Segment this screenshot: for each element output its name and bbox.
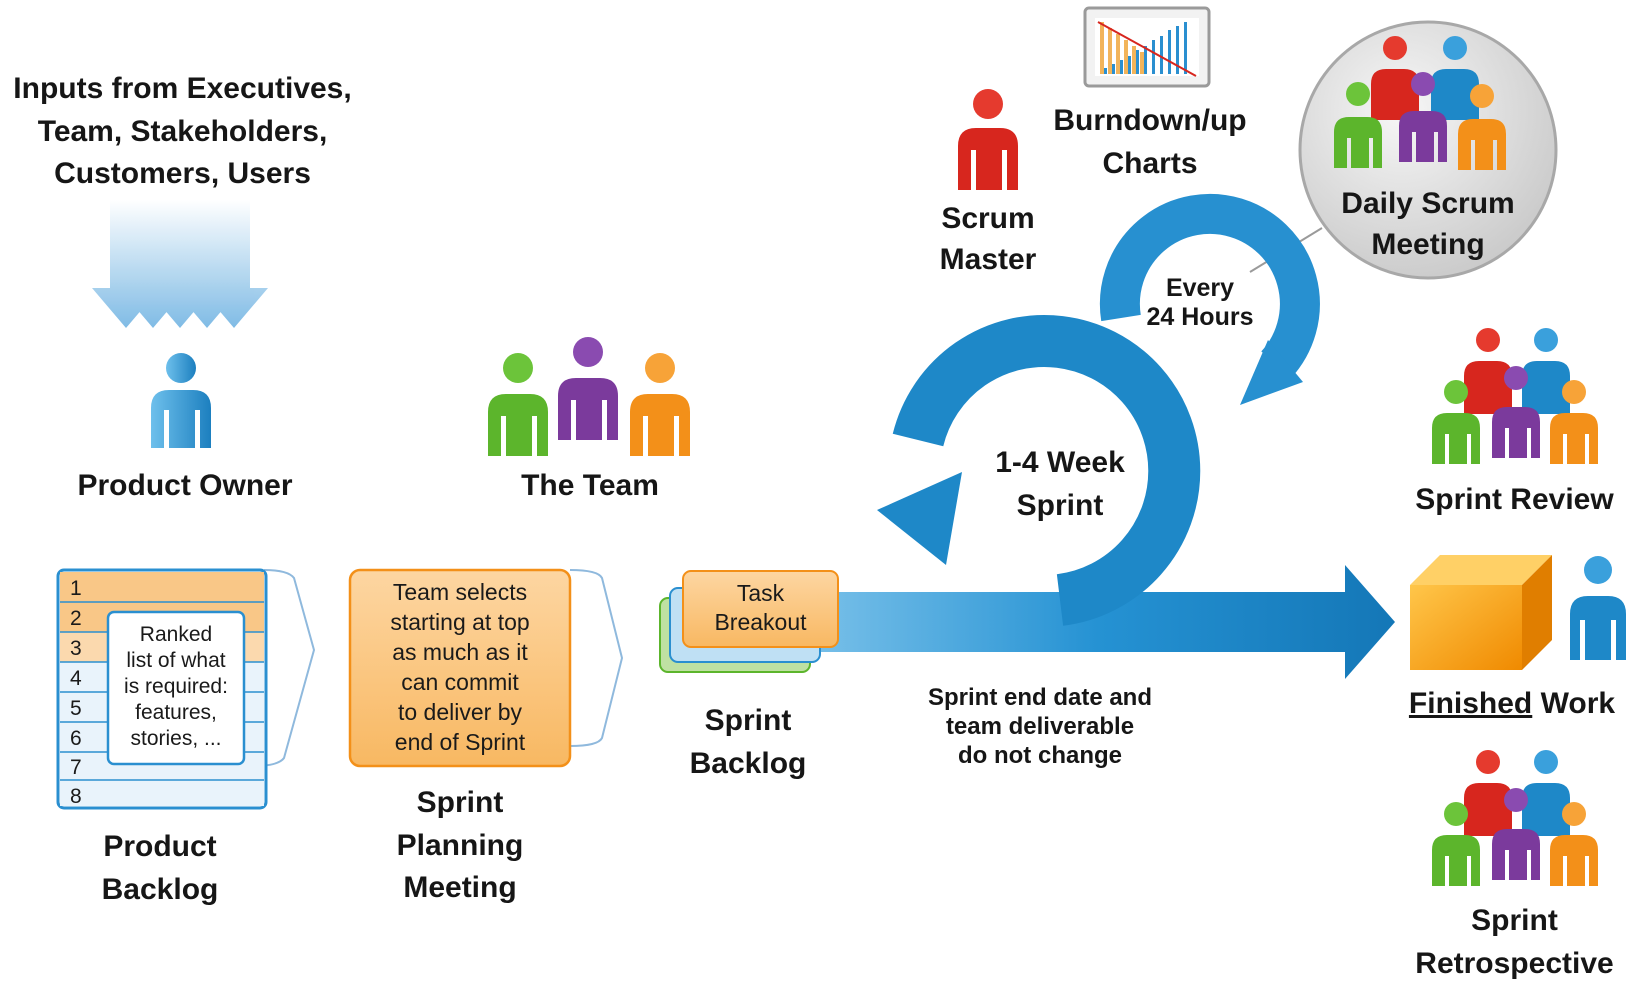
product-backlog-note: Ranked list of what is required: feature…: [124, 623, 228, 750]
sprint-backlog-label: Sprint Backlog: [689, 704, 807, 780]
finished-work-person-icon: [1570, 556, 1626, 660]
sprint-planning-card: [348, 568, 624, 768]
backlog-row-number: 7: [70, 756, 82, 779]
backlog-row-number: 6: [70, 727, 82, 750]
backlog-row-number: 2: [70, 607, 82, 630]
backlog-row-number: 5: [70, 697, 82, 720]
sprint-cycle-label: 1-4 Week Sprint: [995, 446, 1125, 522]
burndown-chart-icon: [1083, 6, 1211, 88]
the-team-label: The Team: [521, 469, 659, 502]
finished-work-label: Finished Work: [1395, 687, 1629, 720]
product-backlog-label: Product Backlog: [101, 830, 219, 906]
burndown-label: Burndown/up Charts: [1053, 104, 1247, 180]
finished-word: Finished: [1408, 687, 1533, 720]
sprint-review-label: Sprint Review: [1415, 483, 1614, 516]
backlog-row-number: 3: [70, 637, 82, 660]
backlog-row-number: 4: [70, 667, 82, 690]
product-backlog-list: [56, 568, 316, 810]
inputs-label: Inputs from Executives, Team, Stakeholde…: [0, 68, 365, 196]
daily-scrum-people-icon: [1334, 36, 1506, 170]
sprint-review-people-icon: [1432, 328, 1598, 464]
inputs-line: Inputs from Executives,: [13, 72, 352, 105]
inputs-line: Customers, Users: [54, 157, 311, 191]
scrum-master-label: Scrum Master: [939, 202, 1037, 277]
sprint-retrospective-label: Sprint Retrospective: [1415, 904, 1614, 980]
inputs-arrows-icon: [92, 200, 268, 328]
finished-work-box-icon: [1410, 555, 1552, 670]
backlog-row-number: 1: [70, 577, 82, 600]
daily-scrum-label: Daily Scrum Meeting: [1341, 187, 1515, 262]
scrum-master-person-icon: [958, 89, 1018, 190]
sprint-planning-label: Sprint Planning Meeting: [396, 786, 524, 905]
sprint-end-note: Sprint end date and team deliverable do …: [927, 684, 1152, 769]
daily-loop-arrow: [1099, 193, 1320, 405]
sprint-backlog-cards: [659, 570, 839, 673]
product-owner-label: Product Owner: [77, 469, 293, 502]
sprint-planning-note: Team selects starting at top as much as …: [390, 579, 530, 755]
sprint-loop-arrow: [877, 314, 1201, 626]
inputs-line: Team, Stakeholders,: [37, 114, 328, 148]
every-24-hours-label: Every 24 Hours: [1146, 274, 1254, 331]
sprint-flow-arrow: [800, 565, 1395, 679]
sprint-retrospective-people-icon: [1432, 750, 1598, 886]
backlog-row-number: 8: [70, 785, 82, 808]
team-people-icon: [488, 337, 690, 456]
task-breakout-note: Task Breakout: [714, 580, 807, 635]
product-owner-person-icon: [151, 353, 211, 448]
backlog-row-numbers: 1 2 3 4 5 6 7 8: [70, 574, 100, 812]
work-word: Work: [1532, 687, 1616, 720]
